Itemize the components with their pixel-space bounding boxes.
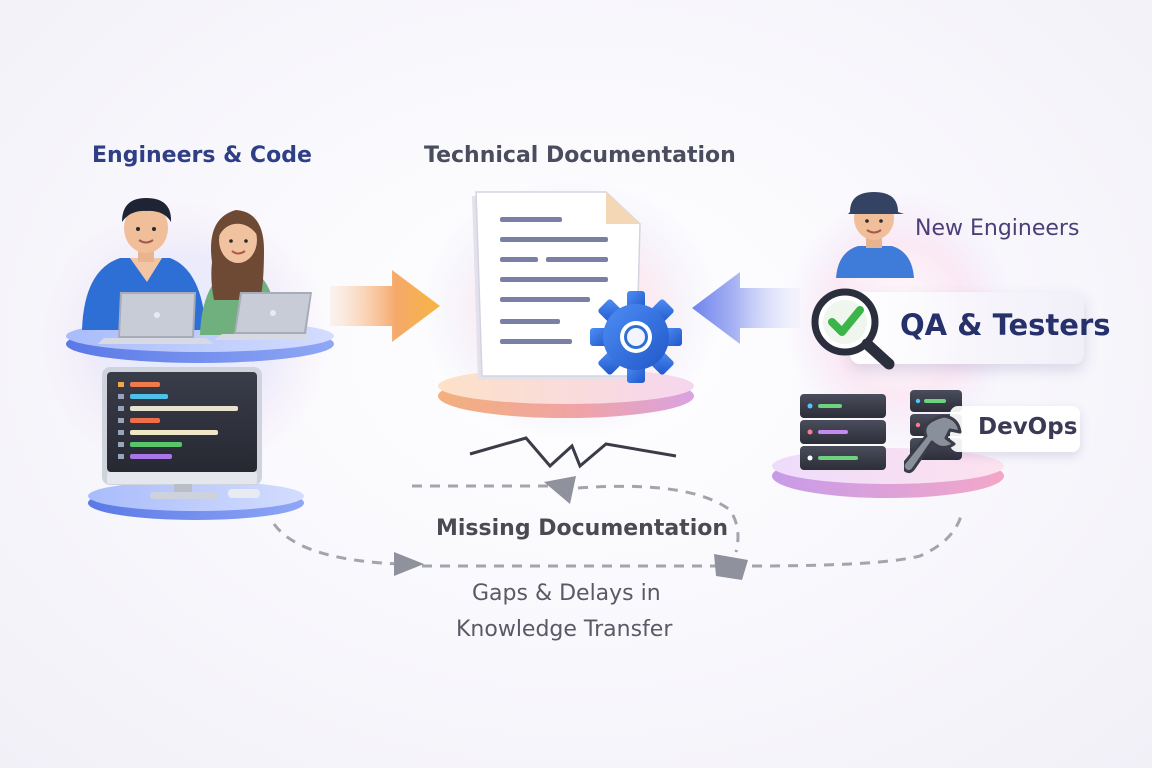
broken-link-icon [469,436,677,469]
dashed-connector [751,511,964,568]
wrench-icon [904,414,962,474]
server-rack-icon [800,394,886,470]
arrow-left-icon [692,272,800,344]
new-engineers-label: New Engineers [915,216,1080,241]
technical-documentation-label: Technical Documentation [424,143,736,168]
missing-documentation-label: Missing Documentation [436,516,729,541]
dashed-connector [577,484,740,553]
arrow-right-icon [330,270,440,342]
devops-pill [950,406,1080,452]
engineers-code-label: Engineers & Code [92,143,312,168]
dashed-arrow-icon [394,552,424,576]
magnifier-check-icon [811,288,895,370]
gear-icon [590,291,682,383]
gaps-delays-line1: Gaps & Delays in [472,581,661,606]
knowledge-transfer-line2: Knowledge Transfer [456,617,673,642]
dashed-connector [272,523,401,566]
laptop-icon [98,292,214,344]
devops-label: DevOps [978,414,1078,440]
dashed-arrow-icon [714,554,748,580]
dashed-arrow-icon [544,476,576,504]
monitor-code-icon [102,367,262,499]
qa-testers-label: QA & Testers [900,308,1111,342]
new-engineer-icon [836,192,914,278]
qa-testers-pill [850,292,1084,364]
laptop-icon [214,292,312,340]
